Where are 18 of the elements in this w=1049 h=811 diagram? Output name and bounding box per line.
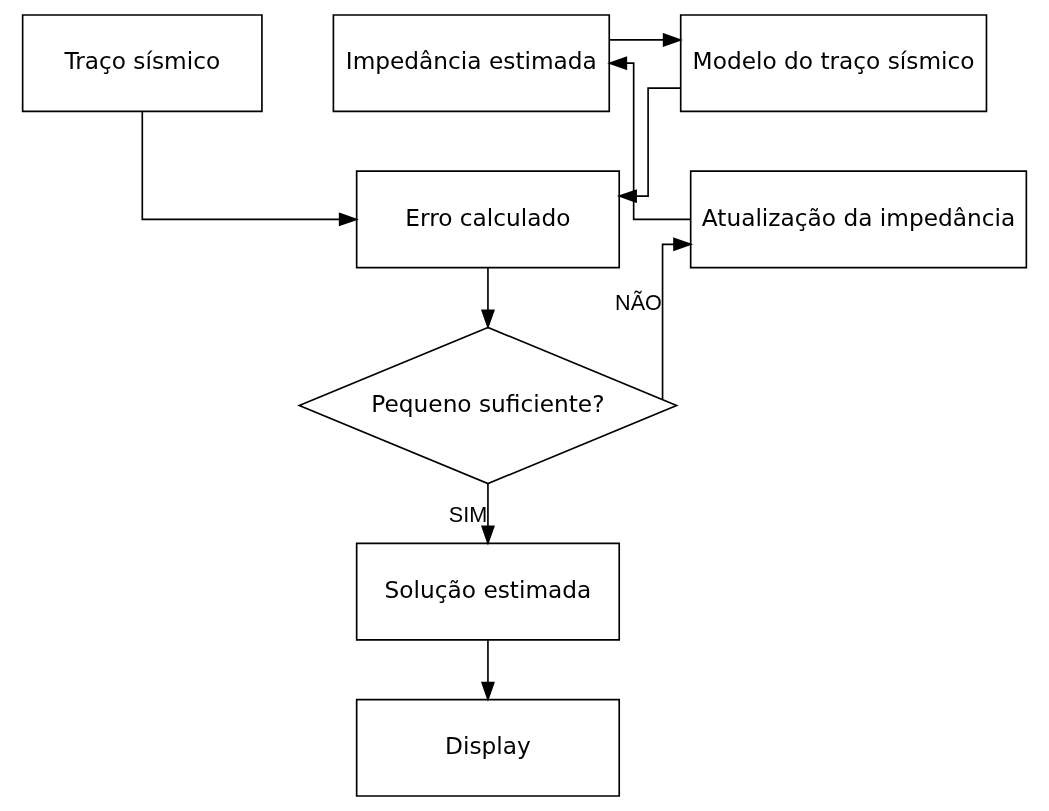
arrow [661, 237, 694, 401]
node-box: Solução estimada [355, 542, 621, 641]
arrow [607, 56, 692, 221]
node-box: Impedância estimada [332, 14, 611, 113]
node-box: Erro calculado [355, 170, 621, 269]
node-box: Modelo do traço sísmico [679, 14, 988, 113]
edge-label: SIM [448, 502, 488, 528]
arrow [141, 110, 359, 227]
node-box: Traço sísmico [21, 14, 263, 113]
arrow [480, 266, 495, 330]
node-diamond: Pequeno suficiente? [297, 326, 679, 485]
arrow [616, 87, 682, 204]
edge-label: NÃO [615, 290, 662, 316]
arrow [480, 639, 495, 702]
arrow [480, 483, 495, 546]
node-box: Atualização da impedância [689, 170, 1028, 269]
node-box: Display [355, 698, 621, 797]
arrow [608, 32, 683, 47]
